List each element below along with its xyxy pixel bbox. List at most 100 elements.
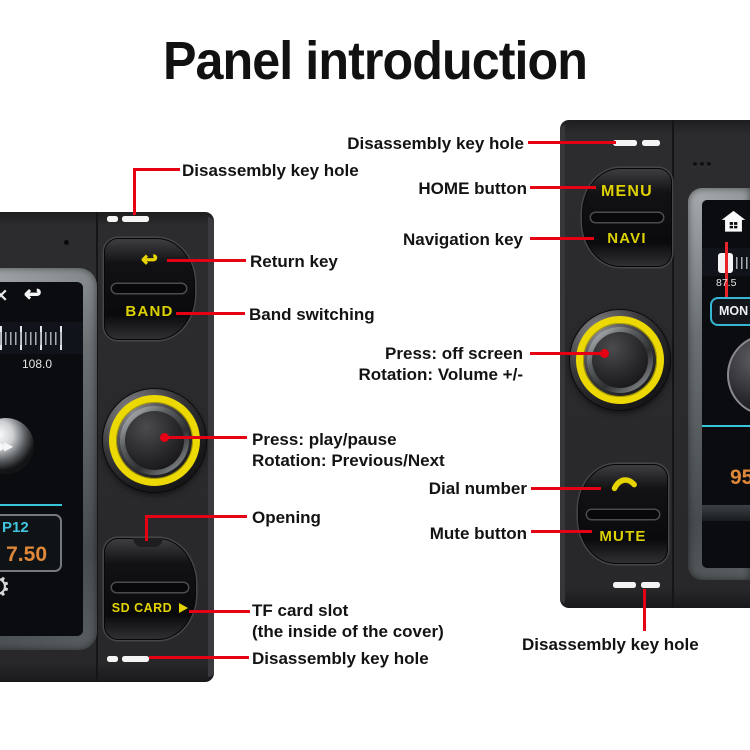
disassembly-key-hole <box>107 656 118 662</box>
panel-divider <box>96 212 98 682</box>
page-title: Panel introduction <box>162 31 588 91</box>
sd-card-row: SD CARD <box>105 601 195 615</box>
mic-holes <box>693 162 711 166</box>
callout-left-knob: Press: play/pause Rotation: Previous/Nex… <box>252 429 445 471</box>
disassembly-key-hole <box>613 140 637 146</box>
left-rotary-knob <box>103 389 206 492</box>
sd-card-arrow-icon <box>179 603 189 613</box>
callout-dot <box>600 349 609 358</box>
callout-line <box>145 515 247 518</box>
callout-return-key: Return key <box>250 252 338 271</box>
callout-line <box>133 168 136 215</box>
left-screen: × ↩ 108.0 ▶▶ P12 7.50 ⚙ <box>0 282 83 636</box>
cover-opening-notch <box>133 538 163 547</box>
preset-label: P12 <box>2 519 29 536</box>
gear-icon: ⚙ <box>0 570 11 605</box>
menu-navi-key-group: MENU NAVI <box>582 168 672 267</box>
callout-line <box>530 352 605 355</box>
knob-core <box>125 411 184 470</box>
callout-tf-card-slot: TF card slot (the inside of the cover) <box>252 600 444 642</box>
right-rotary-knob <box>570 310 670 410</box>
disassembly-key-hole <box>122 656 149 662</box>
scale-ticks <box>736 257 750 269</box>
callout-line <box>531 530 592 533</box>
callout-line1: TF card slot <box>252 601 349 620</box>
callout-disassembly-top-right: Disassembly key hole <box>347 134 524 153</box>
disassembly-key-hole <box>641 582 660 588</box>
callout-disassembly-bottom-right: Disassembly key hole <box>522 635 699 654</box>
callout-line1: Press: off screen <box>385 344 523 363</box>
navi-key-label: NAVI <box>607 230 647 247</box>
screen-divider-line <box>702 425 750 427</box>
callout-navigation-key: Navigation key <box>403 230 523 249</box>
sd-card-cover: SD CARD <box>104 538 196 640</box>
scale-ticks <box>0 332 62 345</box>
callout-home-button: HOME button <box>418 179 527 198</box>
right-screen: 87.5 MON 95. <box>702 200 750 568</box>
fast-forward-button: ▶▶ <box>0 418 34 474</box>
callout-dot <box>160 433 169 442</box>
screen-bottom-band <box>702 505 750 521</box>
callout-disassembly-bottom-left: Disassembly key hole <box>252 649 429 668</box>
menu-key-label: MENU <box>601 183 653 200</box>
mono-button: MON <box>710 297 750 326</box>
callout-line2: Rotation: Previous/Next <box>252 451 445 470</box>
screw-dot <box>64 240 69 245</box>
callout-line <box>165 436 247 439</box>
dial-end-label: 108.0 <box>22 357 53 371</box>
key-groove <box>591 213 663 222</box>
preset-frequency-box: P12 7.50 <box>0 514 62 572</box>
callout-dial-number: Dial number <box>428 479 527 498</box>
callout-line <box>167 259 246 262</box>
callout-line <box>133 168 180 171</box>
sd-card-label: SD CARD <box>111 601 173 615</box>
partial-icon: × <box>0 284 9 306</box>
band-key-label: BAND <box>125 303 174 320</box>
phone-icon <box>611 477 637 492</box>
right-device-panel: MENU NAVI MUTE <box>560 120 750 608</box>
home-icon <box>721 210 746 232</box>
cover-groove <box>112 583 188 592</box>
frequency-scale <box>0 322 83 354</box>
callout-mute-button: Mute button <box>429 524 527 543</box>
callout-line <box>176 312 245 315</box>
callout-line <box>528 141 616 144</box>
key-groove <box>587 510 659 519</box>
callout-line2: (the inside of the cover) <box>252 622 444 641</box>
dial-start-label: 87.5 <box>716 277 737 289</box>
callout-right-knob: Press: off screen Rotation: Volume +/- <box>359 343 524 385</box>
panel-edge <box>208 217 214 677</box>
knob-yellow-ring <box>576 316 664 404</box>
callout-line <box>189 610 250 613</box>
frequency-value: 95. <box>730 466 750 489</box>
callout-line <box>149 656 249 659</box>
return-band-key-group: ↩ BAND <box>104 238 195 340</box>
panel-divider <box>672 120 674 608</box>
callout-line <box>531 487 601 490</box>
callout-line2: Rotation: Volume +/- <box>358 365 524 384</box>
tuning-needle <box>725 242 728 302</box>
frequency-value: 7.50 <box>6 543 47 566</box>
screen-divider-line <box>0 504 62 506</box>
callout-line <box>530 237 594 240</box>
callout-line <box>643 589 646 631</box>
mute-key-label: MUTE <box>599 528 647 545</box>
disassembly-key-hole <box>107 216 118 222</box>
disassembly-key-hole <box>642 140 660 146</box>
callout-line <box>530 186 596 189</box>
callout-opening: Opening <box>252 508 321 527</box>
fast-forward-icon: ▶▶ <box>0 439 13 453</box>
back-arrow-icon: ↩ <box>24 282 42 306</box>
callout-disassembly-top-left: Disassembly key hole <box>182 161 359 180</box>
return-arrow-icon: ↩ <box>141 247 159 272</box>
callout-line1: Press: play/pause <box>252 430 397 449</box>
disassembly-key-hole <box>613 582 636 588</box>
left-device-panel: × ↩ 108.0 ▶▶ P12 7.50 ⚙ ↩ BAND <box>0 212 214 682</box>
callout-line <box>145 515 148 541</box>
panel-edge <box>560 125 565 603</box>
disassembly-key-hole <box>122 216 149 222</box>
knob-core <box>592 332 648 388</box>
phone-mute-key-group: MUTE <box>578 464 668 564</box>
knob-yellow-ring <box>109 395 200 486</box>
